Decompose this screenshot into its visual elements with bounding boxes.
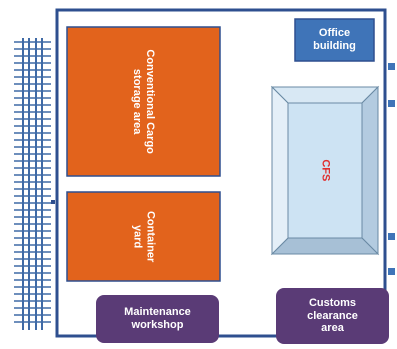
container-yard-label: Container yard	[67, 192, 220, 281]
left-marker	[51, 200, 55, 204]
maintenance-workshop	[96, 295, 219, 343]
container-yard-line2: yard	[131, 224, 144, 249]
customs-clearance-area	[276, 288, 389, 344]
container-yard	[66, 191, 221, 282]
office-line1: Office	[318, 27, 351, 40]
customs-line2: clearance	[307, 309, 358, 322]
conventional-cargo-line1: Conventional Cargo	[144, 49, 157, 154]
customs-line1: Customs	[308, 297, 357, 310]
customs-label: Customs clearance area	[276, 288, 389, 344]
maintenance-label: Maintenance workshop	[96, 295, 219, 343]
office-building	[294, 18, 375, 62]
gate-markers	[388, 63, 395, 275]
conventional-cargo-label: Conventional Cargo storage area	[67, 27, 220, 176]
conventional-cargo-area	[66, 26, 221, 177]
railway-tracks	[14, 38, 51, 330]
customs-line3: area	[321, 322, 344, 335]
cfs-building	[270, 85, 380, 256]
office-line2: building	[313, 40, 356, 52]
cfs-text: CFS	[319, 159, 332, 182]
maintenance-line1: Maintenance	[124, 306, 191, 319]
office-building-label: Office building	[295, 19, 374, 61]
cfs-label: CFS	[288, 103, 362, 238]
conventional-cargo-line2: storage area	[131, 68, 144, 135]
maintenance-line2: workshop	[131, 319, 184, 331]
container-yard-line1: Container	[144, 210, 157, 263]
